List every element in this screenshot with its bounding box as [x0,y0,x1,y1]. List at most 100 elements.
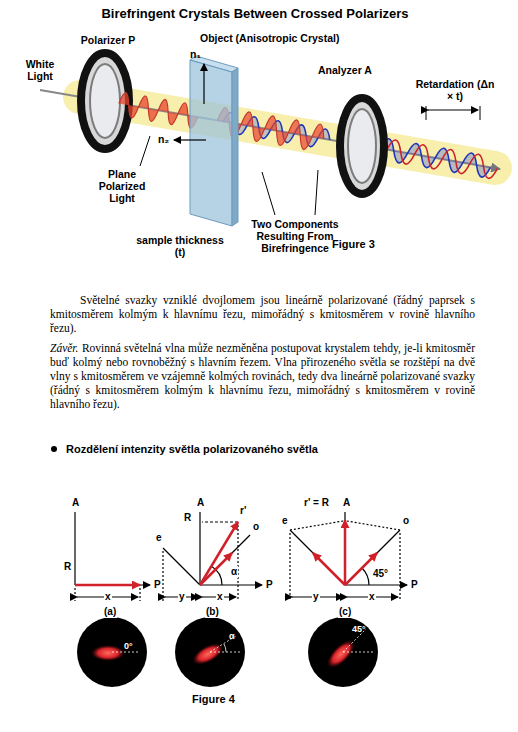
microscope-view [112,652,140,653]
dimension-label: sample thickness (t) [130,234,230,258]
figure-3 [40,53,500,226]
dimension-label: x [216,591,224,603]
vector-diagram-b [163,512,262,601]
vector-diagram-c [290,521,343,530]
analyzer [340,98,384,194]
microscope-view [91,645,125,661]
vector-label: r' = R [303,497,330,509]
vector-diagram-a [75,512,150,601]
vector-label: R [63,561,72,573]
vector-diagram-c [290,530,345,585]
analyzer [348,109,376,183]
vector-diagram-b [163,548,200,585]
panel-label: (c) [338,606,352,618]
angle-label: 45° [352,624,366,635]
light-waves [385,139,499,180]
retardation-bracket [480,106,481,120]
axis-label: P [265,579,274,591]
retardation-bracket [426,106,427,120]
panel-label: (a) [103,606,117,618]
angle-label: 45° [372,568,389,580]
retardation-bracket [426,106,480,120]
microscope-view [189,639,227,669]
vector-diagram-a [74,588,75,601]
leader-line [315,170,318,215]
microscope-view [77,617,147,687]
paragraph: Rovinná světelná vlna může nezměněna pos… [50,342,475,410]
vector-diagram-b [162,551,163,601]
vector-diagram-b [200,522,238,585]
vector-label: r' [239,505,247,517]
vector-diagram-a [75,584,140,587]
vector-diagram-c [345,584,407,585]
axis-label: P [410,579,419,591]
vector-diagram-c [347,521,400,530]
axis-label: A [71,497,80,509]
vector-diagram-a [74,512,75,585]
retardation-bracket [428,110,478,111]
axis-label: P [153,579,162,591]
index-label: n₂ [158,133,169,145]
part-label: Object (Anisotropic Crystal) [200,32,339,44]
microscope-view [323,636,360,673]
paragraph: Světelné svazky vzniklé dvojlomem jsou l… [50,293,475,335]
figure-caption: Figure 4 [192,693,235,706]
light-waves [116,90,499,183]
anisotropic-crystal [232,68,238,226]
microscope-view [224,644,226,652]
vector-diagram-a [75,584,150,585]
dimension-label: y [312,591,320,603]
anisotropic-crystal [190,56,238,226]
microscope-view [308,617,378,687]
analyzer [340,98,384,194]
figure-caption: Figure 3 [332,238,375,251]
angle-label: α [229,631,235,642]
vector-diagram-b [237,525,238,601]
vector-diagram-c [289,533,290,601]
vector-diagram-c [290,512,407,601]
index-label: n₁ [190,48,201,60]
microscope-view [308,617,378,687]
leader-line [140,136,318,215]
microscope-view [210,652,241,653]
paragraph-block: Závěr.Rovinná světelná vlna může nezměně… [50,341,475,411]
part-label: Analyzer A [318,64,372,76]
vector-diagram-c [399,533,400,601]
axis-label: o [252,521,260,533]
figure-title: Birefringent Crystals Between Crossed Po… [0,6,514,21]
part-label: Polarizer P [68,34,148,46]
bullet [51,446,57,452]
axis-label: A [342,497,351,509]
light-waves [117,92,200,129]
index-arrow [174,139,206,140]
light-waves [378,138,492,179]
dimension-label: x [104,591,112,603]
vector-diagram-c [344,520,347,585]
vector-diagram-c [362,568,369,585]
vector-diagram-b [199,512,200,585]
part-label: Retardation (Δn × t) [413,78,497,102]
microscope-view [77,617,147,687]
index-arrow [203,64,204,104]
microscope-view [175,617,245,687]
paragraph-lead: Závěr. [50,342,78,354]
panel-label: (b) [205,606,220,618]
dimension-label: y [178,591,186,603]
axis-label: A [196,497,205,509]
vector-label: R [183,512,192,524]
vector-diagram-a [139,588,140,601]
part-label: White Light [18,58,62,82]
vector-diagram-c [345,530,400,585]
microscope-view [343,652,374,653]
vector-diagram-b [200,584,262,585]
leader-line [140,136,150,166]
section-heading: Rozdělení intenzity světla polarizovanéh… [66,442,318,456]
axis-label: e [281,515,289,527]
angle-label: α [230,566,238,578]
angle-label: 0° [124,641,133,652]
part-label: Plane Polarized Light [92,168,152,204]
vector-diagram-c [313,553,345,585]
dimension-label: x [368,591,376,603]
vector-diagram-b [202,521,238,522]
